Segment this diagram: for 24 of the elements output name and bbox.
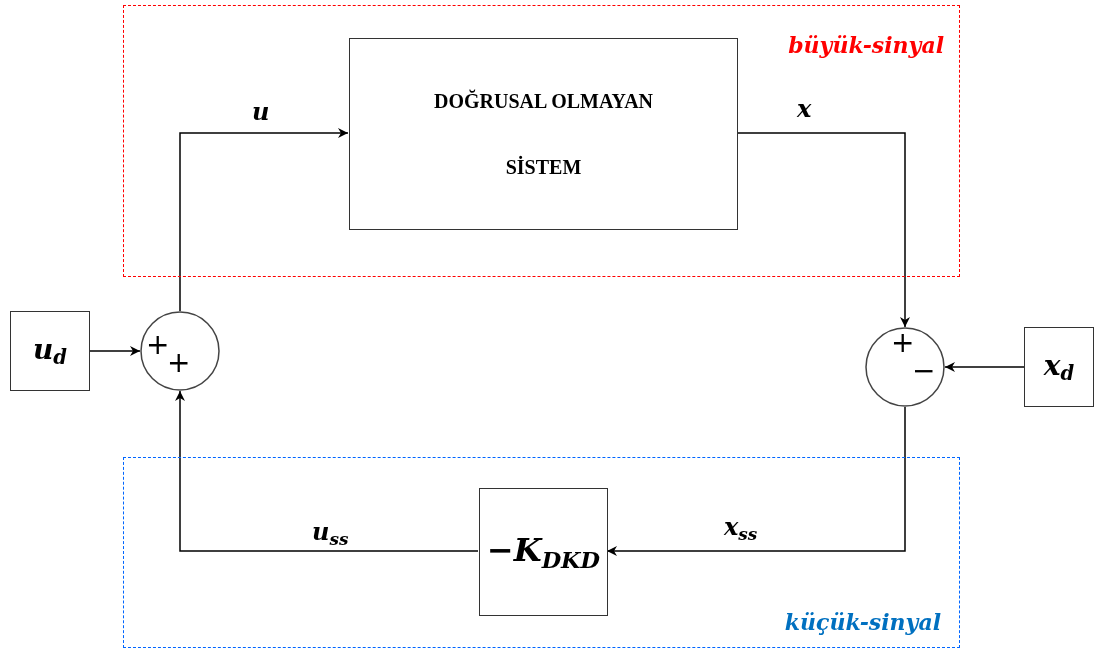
gain-label: −K$_{DKD}$ bbox=[487, 531, 600, 573]
input-box bbox=[10, 311, 90, 391]
region-label: küçük-sinyal bbox=[784, 609, 941, 635]
large-signal-region bbox=[123, 5, 960, 277]
summing-junction bbox=[865, 327, 945, 407]
arrow bbox=[89, 346, 141, 356]
sign-label: + bbox=[146, 331, 170, 359]
sign-label: − bbox=[912, 357, 936, 385]
block-label: DOĞRUSAL OLMAYAN SİSTEM bbox=[432, 88, 655, 180]
sign-label: + bbox=[891, 329, 915, 357]
arrow bbox=[179, 128, 349, 312]
small-signal-region bbox=[123, 457, 960, 648]
summing-junction bbox=[140, 311, 220, 391]
arrow bbox=[944, 362, 1025, 372]
arrow bbox=[736, 132, 910, 328]
region-label: büyük-sinyal bbox=[788, 32, 944, 58]
arrow bbox=[175, 390, 479, 552]
arrow bbox=[606, 406, 906, 556]
signal-label: u$_{d}$ bbox=[32, 332, 68, 370]
input-box bbox=[1024, 327, 1094, 407]
gain-box bbox=[479, 488, 608, 616]
process-box bbox=[349, 38, 738, 230]
signal-label: x$_{d}$ bbox=[1043, 348, 1075, 386]
sign-label: + bbox=[167, 349, 191, 377]
